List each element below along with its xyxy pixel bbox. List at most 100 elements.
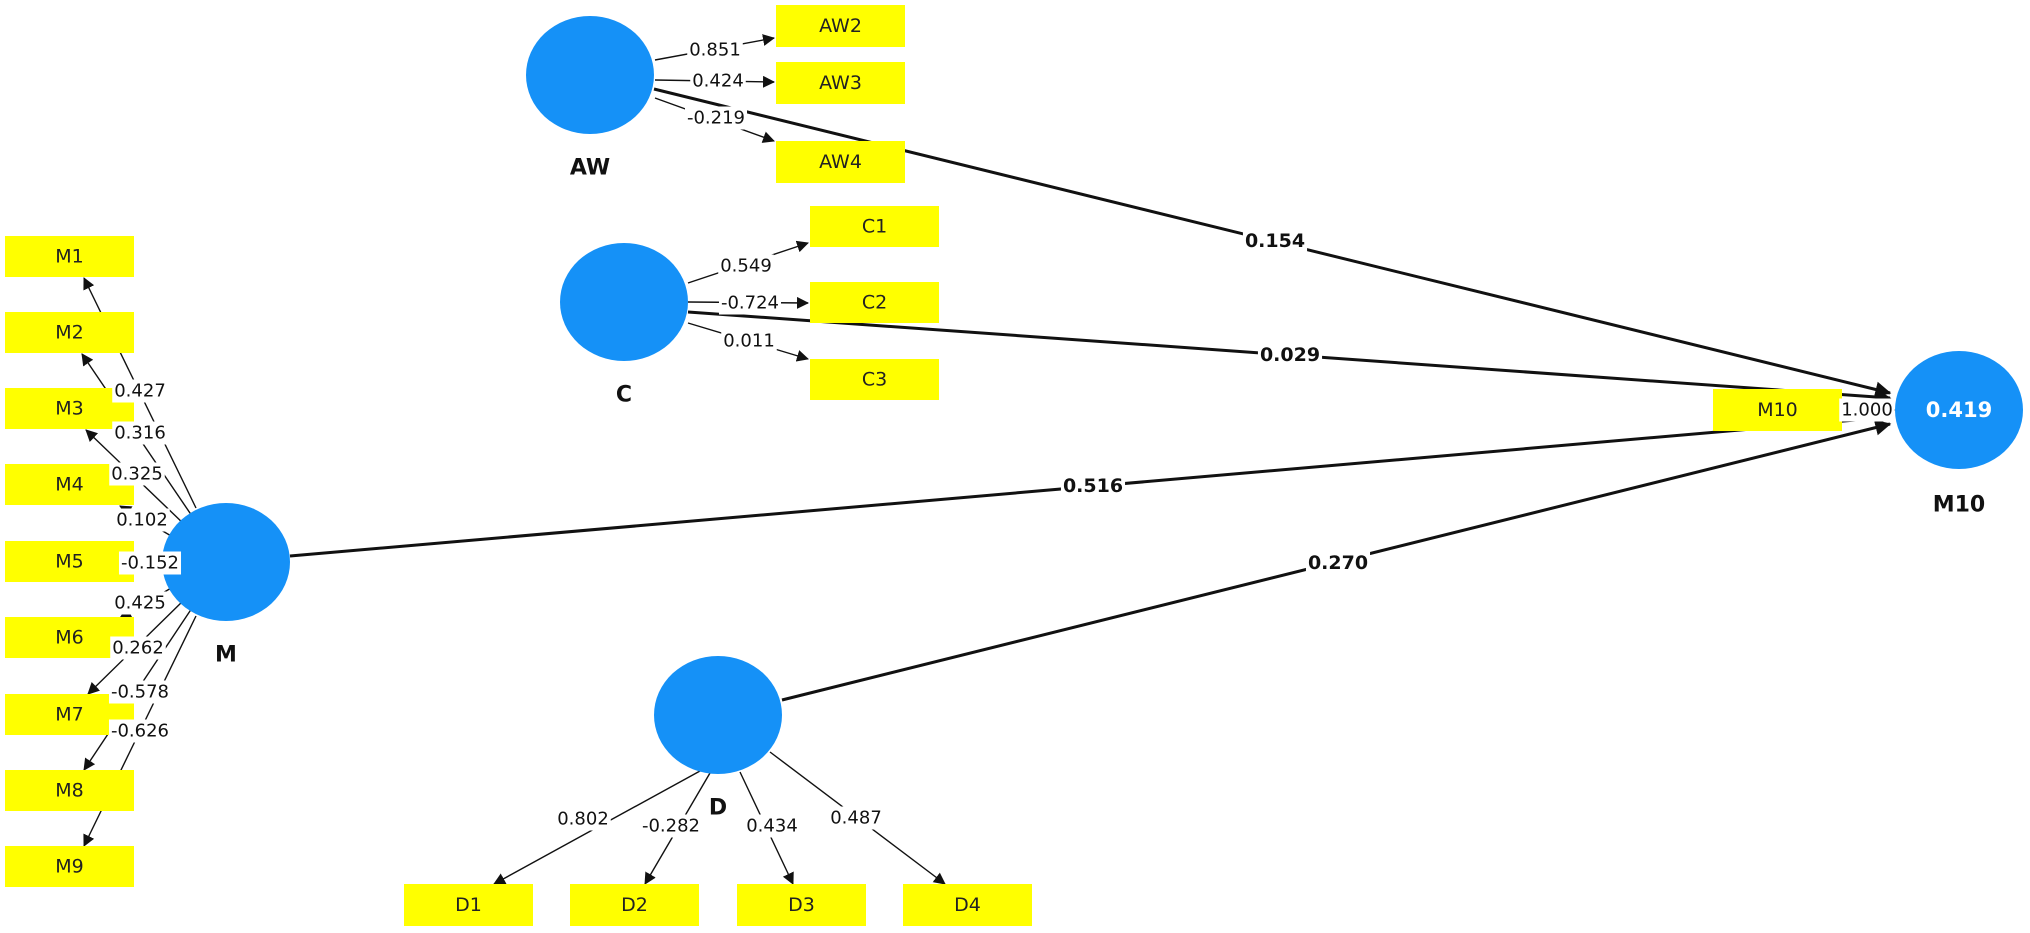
indicator-m1[interactable]: M1 (5, 236, 134, 277)
indicator-box-aw2[interactable] (776, 5, 905, 47)
loading-value-c1-bg (718, 254, 774, 278)
path-coefficient-m-m10-group: 0.516 (1060, 474, 1126, 498)
indicator-box-d2[interactable] (570, 884, 699, 926)
construct-circle-m10[interactable] (1895, 351, 2023, 469)
indicator-d2[interactable]: D2 (570, 884, 699, 926)
indicator-box-m9[interactable] (5, 846, 134, 887)
construct-m[interactable]: M (162, 503, 290, 668)
indicator-label-m3: M3 (55, 398, 83, 420)
construct-label-d: D (709, 796, 727, 821)
indicator-label-m2: M2 (55, 322, 83, 344)
loading-value-m8-bg (108, 680, 172, 704)
indicator-box-d4[interactable] (903, 884, 1032, 926)
loading-value-m6-group: 0.425 (112, 591, 168, 615)
construct-label-aw: AW (570, 156, 610, 181)
indicator-label-d1: D1 (455, 894, 482, 916)
construct-c[interactable]: C (560, 243, 688, 408)
loading-value-d4-group: 0.487 (828, 806, 884, 830)
path-coefficient-m-m10: 0.516 (1063, 475, 1123, 497)
loading-value-m3-group: 0.325 (109, 462, 165, 486)
indicator-d1[interactable]: D1 (404, 884, 533, 926)
loading-value-m10-group: 1.000 (1839, 398, 1895, 422)
loading-value-m9-group: -0.626 (108, 719, 172, 743)
indicator-label-m10: M10 (1757, 399, 1798, 421)
indicator-c3[interactable]: C3 (810, 359, 939, 400)
construct-aw[interactable]: AW (526, 16, 654, 181)
indicator-label-c1: C1 (862, 216, 887, 238)
construct-label-c: C (616, 383, 632, 408)
indicator-m8[interactable]: M8 (5, 770, 134, 811)
indicator-label-aw2: AW2 (819, 15, 862, 37)
loading-value-c2-bg (718, 291, 782, 315)
loading-value-m2-bg (112, 421, 168, 445)
indicator-aw4[interactable]: AW4 (776, 141, 905, 183)
indicator-c1[interactable]: C1 (810, 206, 939, 247)
construct-circle-c[interactable] (560, 243, 688, 361)
indicator-box-m8[interactable] (5, 770, 134, 811)
loading-value-d2: -0.282 (642, 816, 700, 837)
indicator-label-m8: M8 (55, 780, 83, 802)
indicator-box-m1[interactable] (5, 236, 134, 277)
indicator-box-c3[interactable] (810, 359, 939, 400)
construct-circle-aw[interactable] (526, 16, 654, 134)
indicator-box-m5[interactable] (5, 541, 134, 582)
indicator-c2[interactable]: C2 (810, 282, 939, 323)
path-coefficient-d-m10-group: 0.270 (1305, 551, 1371, 575)
indicator-box-d3[interactable] (737, 884, 866, 926)
path-coefficient-c-m10: 0.029 (1260, 344, 1320, 366)
loading-value-aw2: 0.851 (689, 40, 741, 61)
indicator-box-aw4[interactable] (776, 141, 905, 183)
loading-value-m1: 0.427 (114, 381, 166, 402)
construct-label-m: M (215, 643, 237, 668)
loading-value-d1: 0.802 (557, 809, 609, 830)
indicator-aw2[interactable]: AW2 (776, 5, 905, 47)
indicator-box-m10[interactable] (1713, 389, 1842, 431)
loading-value-m4: 0.102 (116, 510, 168, 531)
indicator-m10[interactable]: M10 (1713, 389, 1842, 431)
loading-value-m1-group: 0.427 (112, 379, 168, 403)
path-coefficient-m-m10-bg (1060, 474, 1126, 498)
loading-value-aw3-group: 0.424 (690, 69, 746, 93)
loading-value-m1-bg (112, 379, 168, 403)
loading-value-m8-group: -0.578 (108, 680, 172, 704)
indicator-label-m4: M4 (55, 474, 83, 496)
loading-value-m7-bg (110, 636, 166, 660)
indicator-m5[interactable]: M5 (5, 541, 134, 582)
loading-value-d1-bg (555, 807, 611, 831)
indicator-label-aw4: AW4 (819, 151, 862, 173)
loading-value-m2: 0.316 (114, 423, 166, 444)
loading-value-aw4-group: -0.219 (684, 106, 748, 130)
loading-value-aw3-bg (690, 69, 746, 93)
loading-value-d1-group: 0.802 (555, 807, 611, 831)
loading-value-d3: 0.434 (746, 816, 798, 837)
loading-value-d3-group: 0.434 (744, 814, 800, 838)
indicator-box-d1[interactable] (404, 884, 533, 926)
loading-value-m4-bg (114, 508, 170, 532)
indicator-m9[interactable]: M9 (5, 846, 134, 887)
indicator-label-m1: M1 (55, 246, 83, 268)
construct-circle-d[interactable] (654, 656, 782, 774)
indicator-m2[interactable]: M2 (5, 312, 134, 353)
loading-value-aw4-bg (684, 106, 748, 130)
indicator-box-m2[interactable] (5, 312, 134, 353)
loading-value-m6-bg (112, 591, 168, 615)
indicator-d4[interactable]: D4 (903, 884, 1032, 926)
loading-value-c2: -0.724 (721, 293, 779, 314)
loading-value-m6: 0.425 (114, 593, 166, 614)
indicator-label-m6: M6 (55, 627, 83, 649)
edges-layer (81, 34, 1895, 885)
loading-value-m10: 1.000 (1841, 400, 1893, 421)
indicator-label-c2: C2 (862, 292, 887, 314)
indicator-box-aw3[interactable] (776, 62, 905, 104)
construct-d[interactable]: D (654, 656, 782, 821)
indicator-label-c3: C3 (862, 369, 887, 391)
indicator-aw3[interactable]: AW3 (776, 62, 905, 104)
construct-circle-m[interactable] (162, 503, 290, 621)
loading-value-d2-bg (639, 814, 703, 838)
indicator-box-c2[interactable] (810, 282, 939, 323)
path-coefficient-aw-m10: 0.154 (1245, 230, 1305, 252)
loading-value-m3: 0.325 (111, 464, 163, 485)
indicator-d3[interactable]: D3 (737, 884, 866, 926)
indicator-box-c1[interactable] (810, 206, 939, 247)
